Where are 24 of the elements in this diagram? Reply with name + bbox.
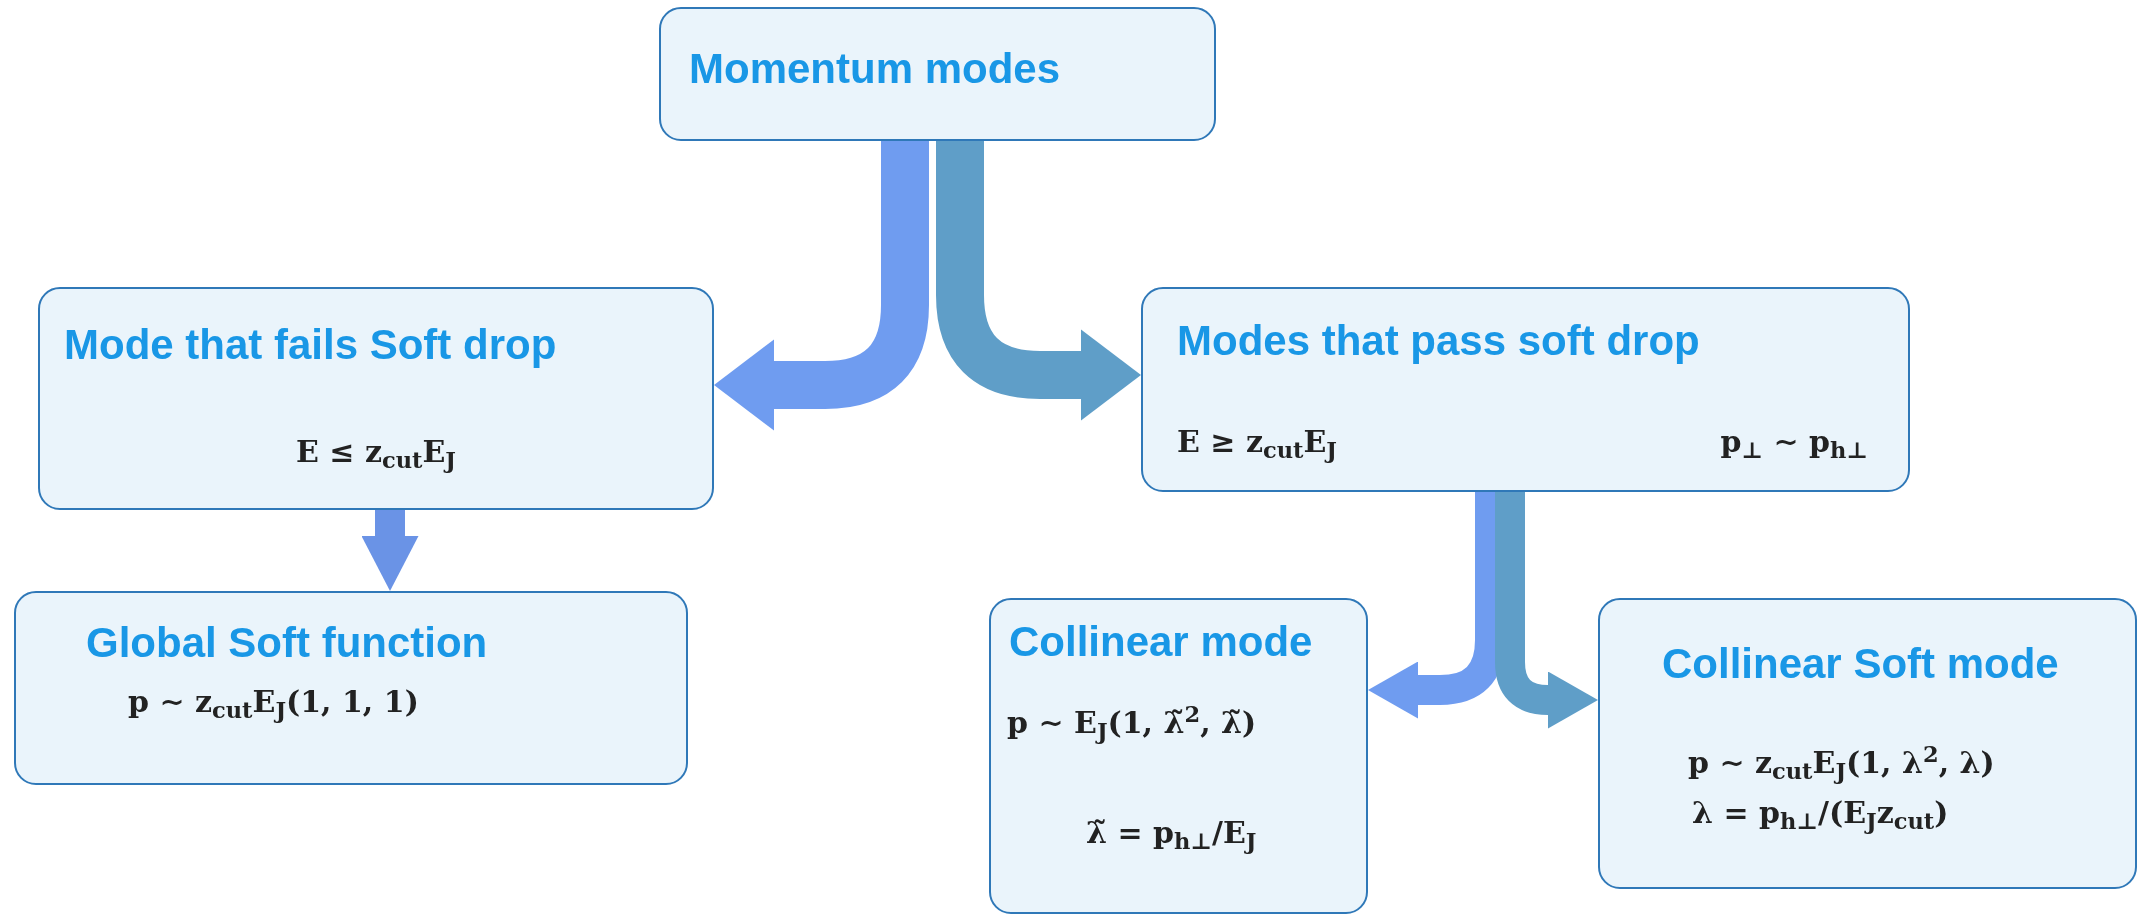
formula: p ∼ z$_{cut}$E$_{J}$(1, 1, 1) (128, 683, 419, 724)
formula: E ≤ z$_{cut}$E$_{J}$ (295, 433, 457, 474)
arrow (936, 141, 1141, 421)
box-heading: Momentum modes (689, 44, 1061, 94)
box-heading: Modes that pass soft drop (1177, 316, 1700, 366)
arrow (714, 141, 929, 431)
mode-box (1598, 598, 2137, 889)
mode-box (659, 7, 1216, 141)
mode-box (1141, 287, 1910, 492)
formula: E ≥ z$_{cut}$E$_{J}$ (1177, 423, 1337, 464)
box-heading: Mode that fails Soft drop (64, 320, 557, 370)
box-heading: Collinear Soft mode (1662, 639, 2059, 689)
mode-box (989, 598, 1368, 914)
formula: p ∼ z$_{cut}$E$_{J}$(1, λ$^{2}$, λ) (1688, 740, 1995, 785)
mode-box (38, 287, 714, 510)
box-heading: Global Soft function (86, 618, 488, 668)
box-heading: Collinear mode (1009, 617, 1313, 667)
arrow (361, 510, 419, 591)
mode-box (14, 591, 688, 785)
formula: p$_{⊥}$ ∼ p$_{h⊥}$ (1720, 423, 1868, 464)
formula: λ = p$_{h⊥}$/(E$_{J}$z$_{cut}$) (1692, 794, 1949, 835)
formula: λ̃ = p$_{h⊥}$/E$_{J}$ (1086, 814, 1257, 855)
formula: p ∼ E$_{J}$(1, λ̃$^{2}$, λ̃) (1007, 700, 1257, 745)
arrow (1495, 492, 1598, 729)
